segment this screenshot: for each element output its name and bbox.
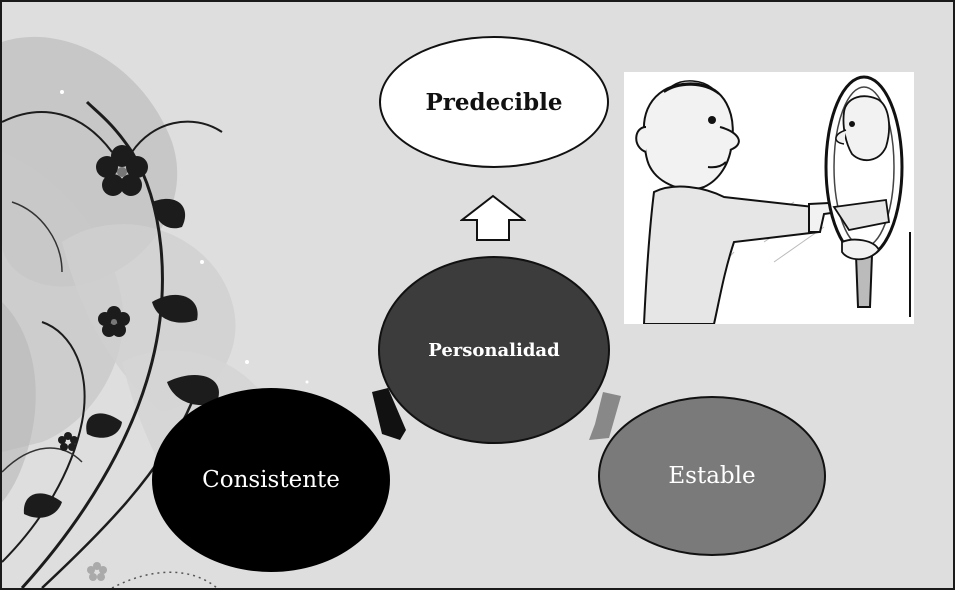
- arrow-left-icon: [372, 388, 406, 440]
- node-predecible: Predecible: [379, 36, 609, 168]
- node-label: Predecible: [425, 88, 563, 116]
- node-label: Personalidad: [428, 339, 560, 361]
- node-consistente: Consistente: [152, 388, 390, 572]
- node-label: Consistente: [202, 467, 340, 493]
- flower-icon: [58, 432, 78, 451]
- node-personalidad: Personalidad: [378, 256, 610, 444]
- flower-icon: [98, 306, 130, 337]
- arrow-right-icon: [589, 392, 621, 440]
- arrow-up-icon: [460, 194, 526, 241]
- man-mirror-illustration-icon: [624, 72, 914, 324]
- flower-icon: [96, 145, 148, 196]
- node-estable: Estable: [598, 396, 826, 556]
- node-label: Estable: [668, 463, 756, 489]
